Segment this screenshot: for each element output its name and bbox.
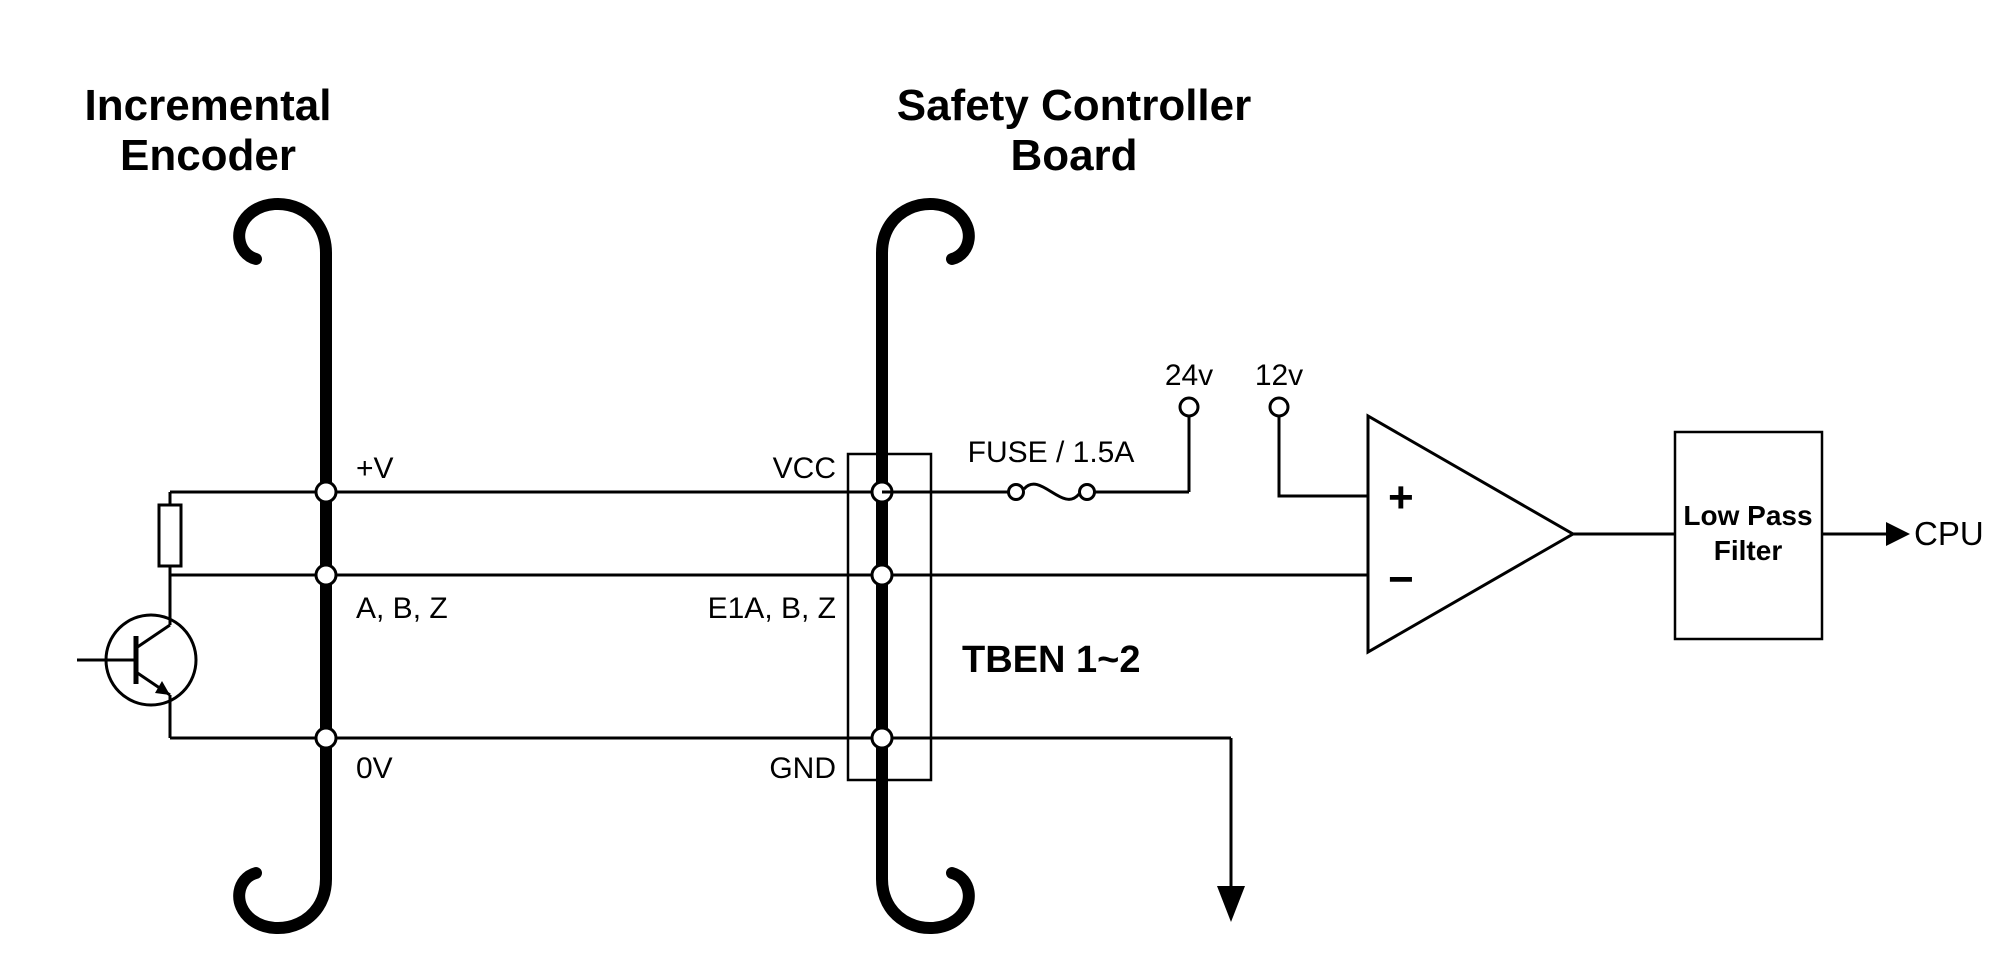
fuse-label: FUSE / 1.5A	[968, 436, 1135, 469]
pin-label-abz: A, B, Z	[356, 592, 448, 625]
terminal-12v	[1268, 396, 1290, 418]
pin-label-e1abz: E1A, B, Z	[708, 592, 836, 625]
label-12v: 12v	[1255, 359, 1303, 392]
pin-label-vplus: +V	[356, 452, 394, 485]
fuse-symbol	[1022, 482, 1081, 501]
label-24v: 24v	[1165, 359, 1213, 392]
transistor-collector	[135, 623, 171, 650]
controller-title-line1: Safety Controller	[897, 81, 1252, 130]
encoder-cable	[233, 198, 332, 934]
node-controller-e1abz	[870, 563, 894, 587]
low-pass-filter-label-line1: Low Pass	[1683, 500, 1812, 531]
pin-label-vcc: VCC	[773, 452, 836, 485]
ground-arrow	[1217, 886, 1245, 922]
comparator-minus-sign: −	[1388, 555, 1414, 604]
terminal-24v	[1178, 396, 1200, 418]
node-encoder-abz	[314, 563, 338, 587]
fuse-terminal-right	[1078, 483, 1096, 501]
resistor-symbol	[157, 503, 183, 568]
fuse-feed-wire	[882, 416, 1191, 494]
wire-12v	[1277, 416, 1368, 498]
node-controller-gnd	[870, 726, 894, 750]
pin-label-gnd: GND	[769, 752, 836, 785]
tben-label: TBEN 1~2	[962, 639, 1140, 681]
low-pass-filter-label-line2: Filter	[1714, 535, 1783, 566]
comparator-plus-sign: +	[1388, 473, 1414, 522]
controller-cable	[876, 198, 975, 934]
pin-label-0v: 0V	[356, 752, 393, 785]
tben-terminal-block	[846, 452, 933, 782]
comparator-symbol	[1366, 413, 1577, 655]
encoder-title-line1: Incremental	[85, 81, 332, 130]
transistor-emitter-arrow	[155, 681, 170, 695]
cpu-label: CPU	[1914, 515, 1984, 552]
encoder-title-line2: Encoder	[120, 131, 296, 180]
node-encoder-vplus	[314, 480, 338, 504]
fuse-terminal-left	[1007, 483, 1025, 501]
wire-0v-gnd	[170, 736, 1233, 888]
node-encoder-0v	[314, 726, 338, 750]
cpu-arrow	[1886, 522, 1910, 546]
controller-title-line2: Board	[1010, 131, 1137, 180]
low-pass-filter-box	[1673, 430, 1824, 641]
